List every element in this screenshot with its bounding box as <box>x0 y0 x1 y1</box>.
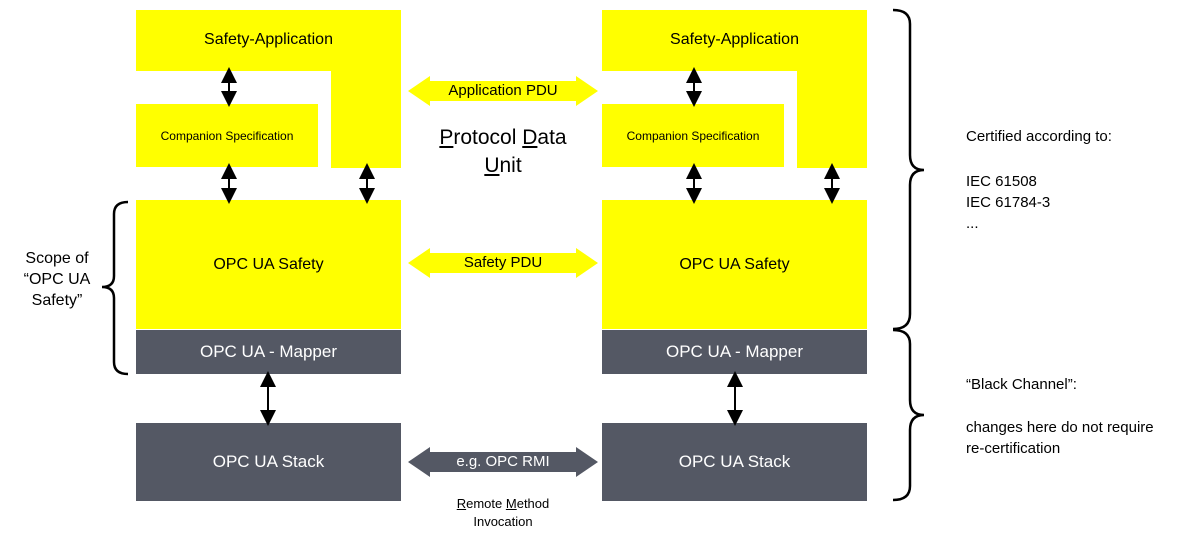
black-channel-title: “Black Channel”: <box>966 376 1077 393</box>
left-opc-ua-safety-label: OPC UA Safety <box>213 255 324 273</box>
rmi-caption-line1: Remote Method <box>420 495 586 513</box>
black-channel-text: “Black Channel”: changes here do not req… <box>966 374 1154 459</box>
pdu-caption-rotocol: rotocol <box>453 126 523 149</box>
certified-item: IEC 61508 <box>966 173 1037 190</box>
left-safety-application-leg <box>331 70 401 168</box>
right-companion-specification-block: Companion Specification <box>602 104 784 167</box>
rmi-caption-line2: Invocation <box>473 514 533 529</box>
safety-pdu-label: Safety PDU <box>463 254 543 271</box>
rmi-caption: Remote Method Invocation <box>420 495 586 531</box>
right-mapper-block: OPC UA - Mapper <box>602 330 867 374</box>
right-safety-application-label: Safety-Application <box>670 31 799 48</box>
left-mapper-label: OPC UA - Mapper <box>200 342 337 361</box>
right-safety-application-block <box>602 10 867 71</box>
pdu-caption-d: D <box>522 126 538 149</box>
safety-pdu-arrow <box>408 248 598 278</box>
application-pdu-arrow <box>408 76 598 106</box>
right-mapper-label: OPC UA - Mapper <box>666 342 803 361</box>
black-channel-line1: changes here do not require <box>966 419 1154 436</box>
rmi-caption-r: R <box>456 496 467 511</box>
rmi-caption-m: M <box>505 496 517 511</box>
black-channel-line2: re-certification <box>966 440 1061 457</box>
left-companion-specification-label: Companion Specification <box>160 128 294 143</box>
pdu-caption-ata: ata <box>537 126 567 149</box>
scope-brace <box>101 200 129 376</box>
opc-rmi-label: e.g. OPC RMI <box>456 453 550 470</box>
left-safety-application-block <box>136 10 401 71</box>
right-stack-block: OPC UA Stack <box>602 423 867 501</box>
opc-rmi-arrow <box>408 447 598 477</box>
left-stack-label: OPC UA Stack <box>212 452 325 471</box>
scope-label: Scope of “OPC UA Safety” <box>12 248 102 311</box>
pdu-caption-nit: nit <box>499 154 522 177</box>
certified-title: Certified according to: <box>966 128 1112 145</box>
left-opc-ua-safety-block: OPC UA Safety <box>136 200 401 329</box>
right-stack-label: OPC UA Stack <box>678 452 791 471</box>
right-opc-ua-safety-block: OPC UA Safety <box>602 200 867 329</box>
left-companion-specification-block: Companion Specification <box>136 104 318 167</box>
protocol-data-unit-caption: Protocol Data Unit <box>420 124 586 180</box>
pdu-caption-p: P <box>439 126 454 149</box>
certified-item: ... <box>966 215 979 232</box>
certified-brace <box>892 8 925 331</box>
right-safety-application-leg <box>797 70 867 168</box>
scope-line1: Scope of <box>25 250 89 267</box>
pdu-caption-line1: Protocol Data <box>420 124 586 152</box>
right-companion-specification-label: Companion Specification <box>626 128 760 143</box>
rmi-caption-ethod: ethod <box>516 496 550 511</box>
left-stack-block: OPC UA Stack <box>136 423 401 501</box>
rmi-caption-emote: emote <box>466 496 506 511</box>
pdu-caption-line2: Unit <box>420 152 586 180</box>
left-safety-application-label: Safety-Application <box>204 31 333 48</box>
application-pdu-label: Application PDU <box>448 82 558 99</box>
certified-item: IEC 61784-3 <box>966 194 1051 211</box>
left-mapper-block: OPC UA - Mapper <box>136 330 401 374</box>
scope-line2: “OPC UA <box>23 271 91 288</box>
right-opc-ua-safety-label: OPC UA Safety <box>679 255 790 273</box>
pdu-caption-u: U <box>484 154 500 177</box>
certified-text: Certified according to: IEC 61508 IEC 61… <box>966 126 1112 234</box>
scope-line3: Safety” <box>31 292 83 309</box>
black-channel-brace <box>892 328 925 502</box>
